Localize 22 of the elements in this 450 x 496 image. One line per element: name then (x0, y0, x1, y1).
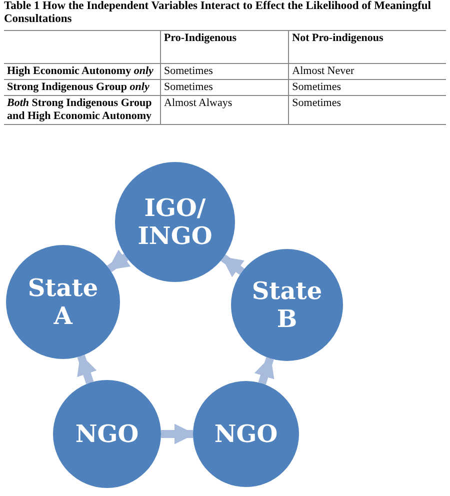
node-label: NGO (213, 420, 279, 448)
arrow (107, 250, 131, 272)
table-title: Table 1 How the Independent Variables Interact to Effect the Likelihood of Meaningful Consultations (4, 0, 432, 26)
node-label: State A (26, 274, 100, 330)
node-label: State B (250, 277, 324, 333)
table-cell: Almost Always (160, 96, 289, 124)
arrow (161, 424, 196, 444)
table-cell: Almost Never (288, 64, 446, 80)
table-cell: Sometimes (160, 80, 289, 96)
arrow (220, 254, 244, 278)
column-header: Not Pro-indigenous (288, 30, 446, 64)
table-cell: Sometimes (160, 64, 289, 80)
arrow (77, 354, 97, 384)
row-header: Both Strong Indigenous Group and High Economic Autonomy (4, 96, 160, 124)
table-cell: Sometimes (288, 96, 446, 124)
column-header: Pro-Indigenous (160, 30, 289, 64)
row-header: Strong Indigenous Group only (4, 80, 160, 96)
node-label: NGO (74, 420, 140, 448)
row-header: High Economic Autonomy only (4, 64, 160, 80)
arrow (254, 356, 274, 385)
table-cell: Sometimes (288, 80, 446, 96)
node-label: IGO/ INGO (136, 194, 214, 250)
